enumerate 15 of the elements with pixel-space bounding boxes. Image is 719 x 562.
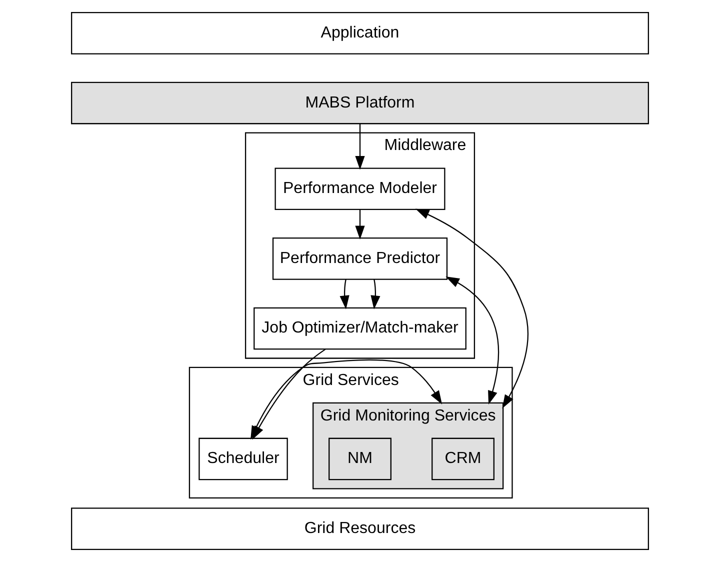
node-box: Grid Resources bbox=[70, 508, 648, 550]
node-box: Performance Modeler bbox=[274, 168, 445, 210]
arrow bbox=[445, 276, 498, 405]
arrow bbox=[339, 279, 349, 310]
node-box: Scheduler bbox=[198, 438, 288, 480]
arrow bbox=[354, 124, 364, 170]
node-box: Performance Predictor bbox=[272, 238, 448, 280]
node-box: MABS Platform bbox=[70, 82, 648, 124]
arrow bbox=[354, 210, 364, 240]
arrow bbox=[370, 279, 380, 310]
node-box: Application bbox=[70, 12, 648, 54]
node-box: Job Optimizer/Match-maker bbox=[253, 307, 466, 350]
arrow bbox=[414, 208, 528, 409]
node-box: NM bbox=[328, 438, 391, 480]
node-box: CRM bbox=[431, 438, 494, 480]
